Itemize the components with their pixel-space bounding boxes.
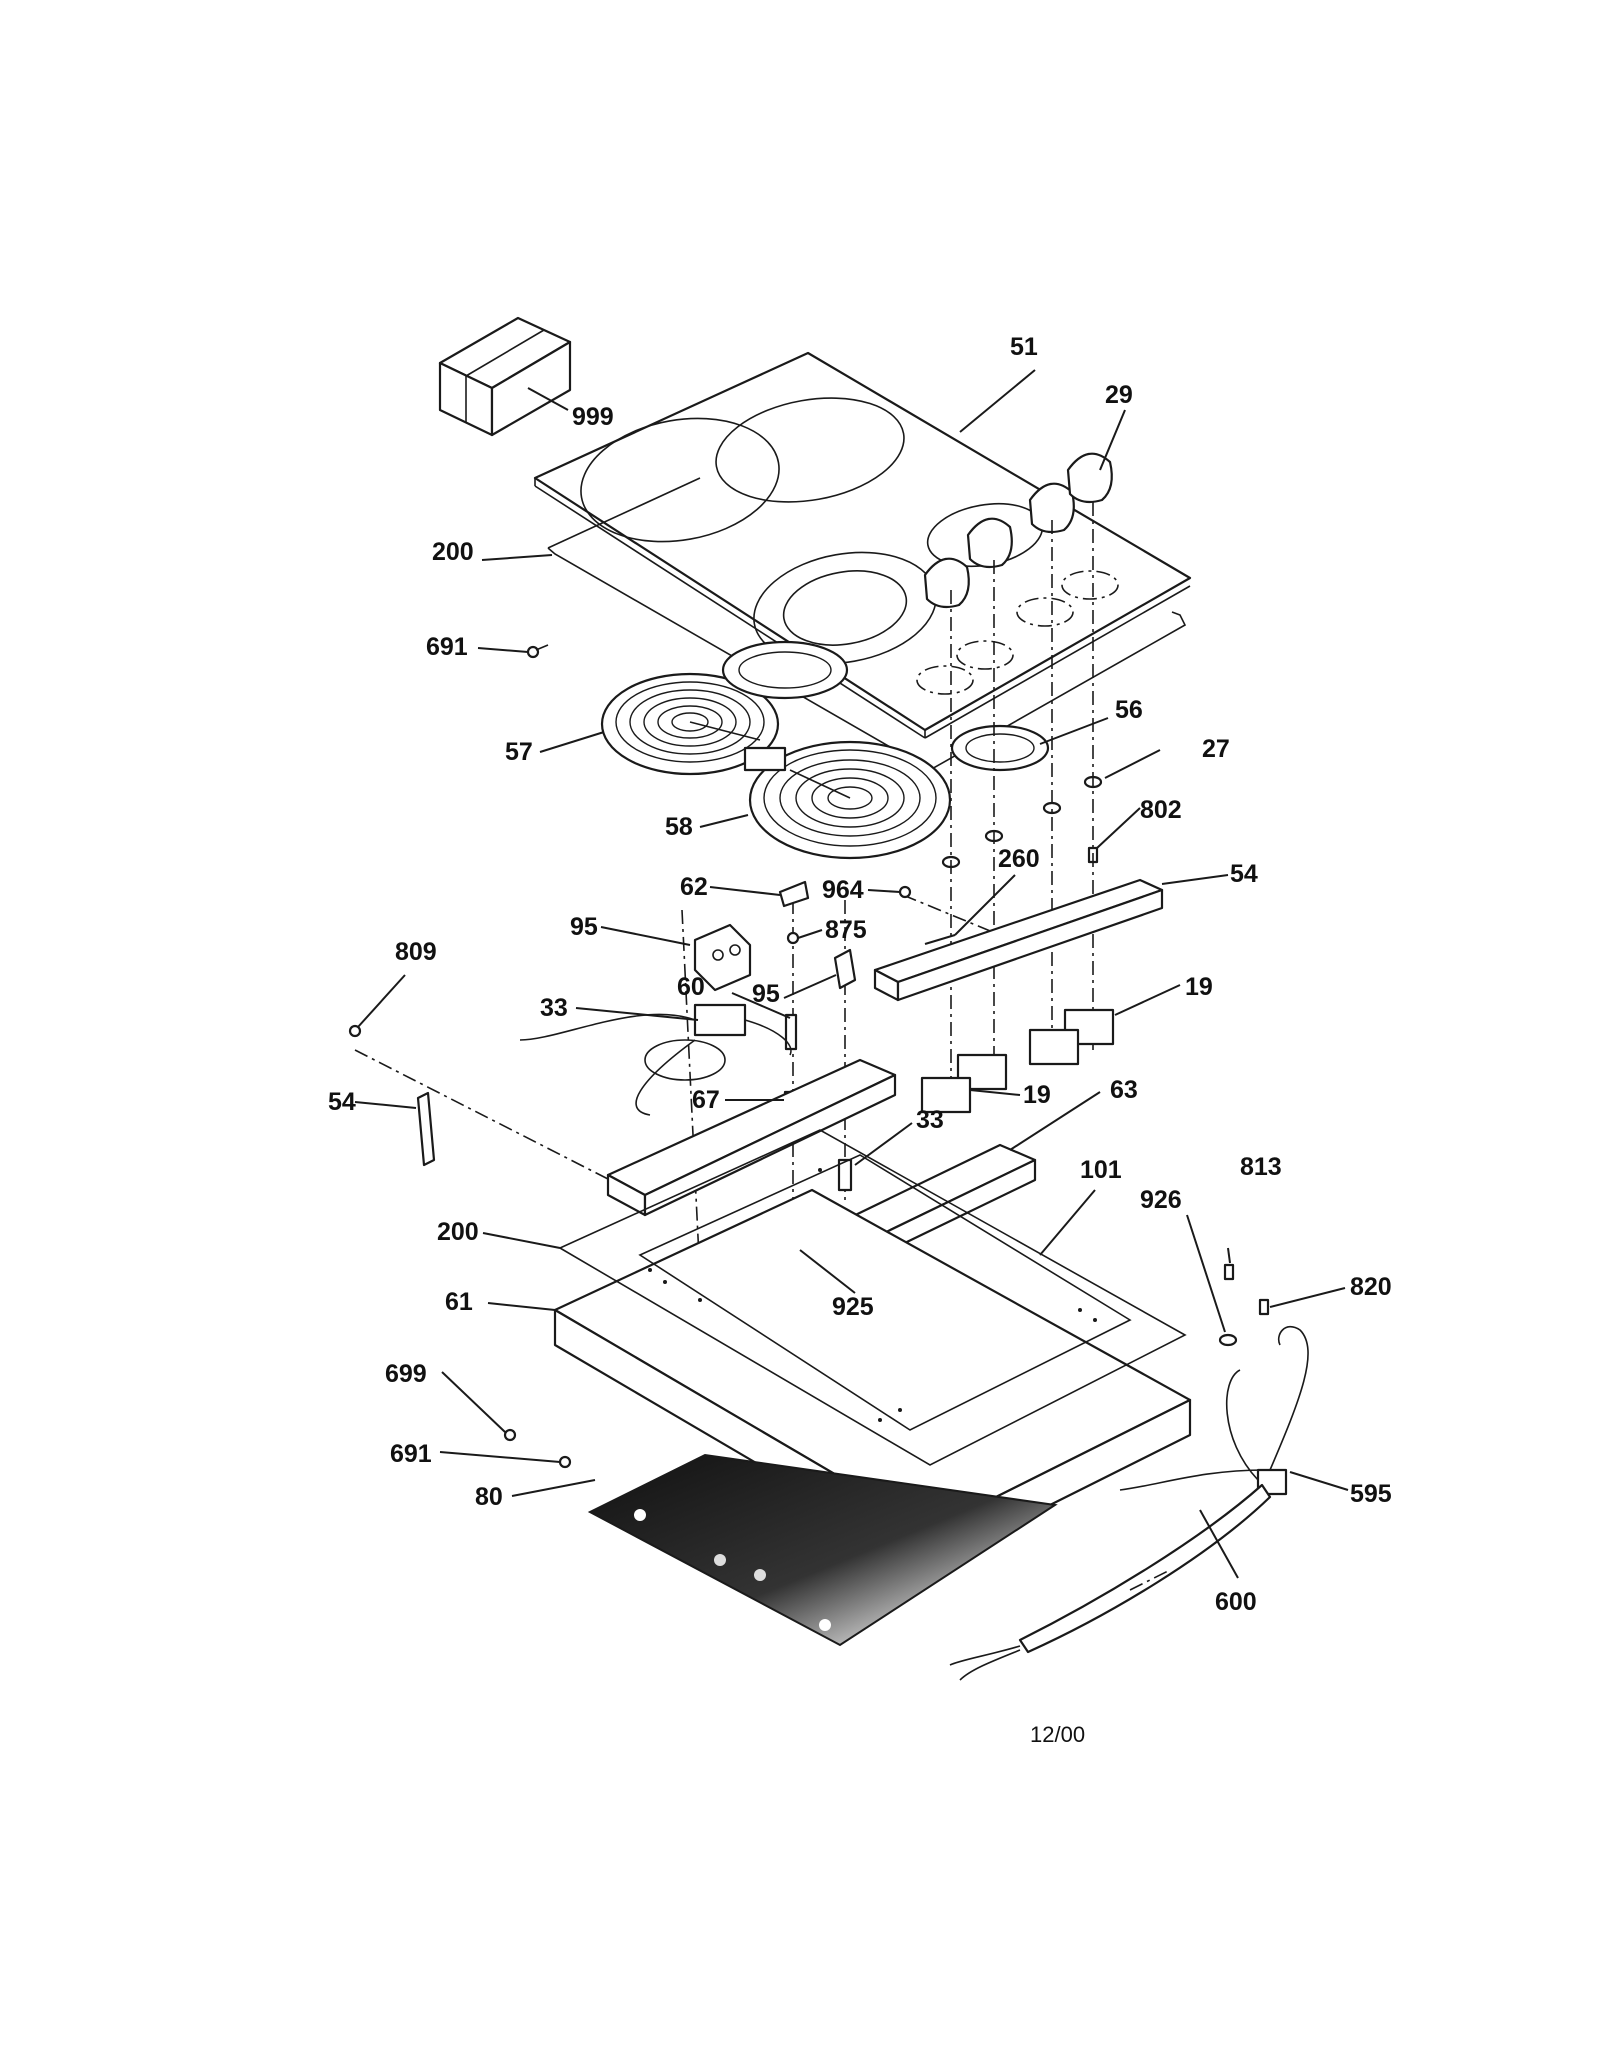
- callout-54-left: 54: [328, 1088, 356, 1116]
- callout-802: 802: [1140, 796, 1182, 824]
- part-62-bracket: [778, 880, 810, 908]
- callout-820: 820: [1350, 1273, 1392, 1301]
- callout-19-mid: 19: [1023, 1081, 1051, 1109]
- part-80-bottom-pad: [587, 1453, 1058, 1647]
- part-19-infinite-switches: [920, 1008, 1115, 1114]
- callout-58: 58: [665, 813, 693, 841]
- part-57-radiant-element-left: [600, 672, 780, 776]
- callout-200-bottom: 200: [437, 1218, 479, 1246]
- part-101-insulation: [638, 1154, 1132, 1431]
- callout-101: 101: [1080, 1156, 1122, 1184]
- callout-62: 62: [680, 873, 708, 901]
- callout-691-top: 691: [426, 633, 468, 661]
- part-820-screw: [1258, 1298, 1270, 1316]
- callout-600: 600: [1215, 1588, 1257, 1616]
- part-33-limiter-switch: [519, 1003, 792, 1116]
- part-999-literature-box: [438, 316, 572, 437]
- part-691-screw-top: [526, 644, 549, 659]
- callout-56: 56: [1115, 696, 1143, 724]
- part-964-screw: [898, 885, 912, 899]
- part-813-screw: [1223, 1263, 1235, 1281]
- callout-33-left: 33: [540, 994, 568, 1022]
- callout-67: 67: [692, 1086, 720, 1114]
- callout-57: 57: [505, 738, 533, 766]
- callout-875: 875: [825, 916, 867, 944]
- callout-80: 80: [475, 1483, 503, 1511]
- part-95-bracket-left: [693, 923, 752, 992]
- callout-61: 61: [445, 1288, 473, 1316]
- part-29-control-knobs: [923, 452, 1113, 609]
- part-691-screw-bottom: [558, 1455, 572, 1469]
- part-260-wire: [924, 933, 956, 946]
- callout-964: 964: [822, 876, 864, 904]
- part-60-spring: [784, 1013, 798, 1051]
- callout-926: 926: [1140, 1186, 1182, 1214]
- callout-925: 925: [832, 1293, 874, 1321]
- callout-51: 51: [1010, 333, 1038, 361]
- callout-691-bottom: 691: [390, 1440, 432, 1468]
- part-56-radiant-element-rear: [721, 640, 1050, 772]
- part-27-spacers: [941, 775, 1103, 869]
- date-code: 12/00: [1030, 1722, 1085, 1747]
- part-channel-left: [606, 1058, 897, 1217]
- callout-54-right: 54: [1230, 860, 1258, 888]
- callout-27: 27: [1202, 735, 1230, 763]
- callout-999: 999: [572, 403, 614, 431]
- callout-95-mid: 95: [752, 980, 780, 1008]
- part-875-screw: [786, 931, 800, 945]
- callout-33-mid: 33: [916, 1106, 944, 1134]
- callout-809: 809: [395, 938, 437, 966]
- part-33-limiter-rod: [837, 1158, 853, 1192]
- part-54-control-bracket: [873, 878, 1164, 1002]
- callout-813: 813: [1240, 1153, 1282, 1181]
- part-54-side-bracket: [416, 1091, 436, 1167]
- callout-19-right: 19: [1185, 973, 1213, 1001]
- callout-595: 595: [1350, 1480, 1392, 1508]
- leader-lines: [354, 369, 1349, 1579]
- part-51-glass-cooktop: [533, 351, 1192, 739]
- callout-63: 63: [1110, 1076, 1138, 1104]
- callout-60: 60: [677, 973, 705, 1001]
- part-600-conduit: [949, 1483, 1272, 1681]
- part-95-bracket-mid: [833, 948, 857, 990]
- part-58-radiant-element-front: [743, 740, 952, 860]
- part-595-terminal-block: [1119, 1325, 1309, 1496]
- callout-200-top: 200: [432, 538, 474, 566]
- part-699-screw: [503, 1428, 517, 1442]
- part-200-top-gasket: [547, 477, 1187, 771]
- callout-95-left: 95: [570, 913, 598, 941]
- callout-labels: 51 29 999 200 691 56 57 27 802 58 260 54…: [328, 333, 1392, 1616]
- callout-260: 260: [998, 845, 1040, 873]
- callout-29: 29: [1105, 381, 1133, 409]
- callout-699: 699: [385, 1360, 427, 1388]
- assembly-lines: [354, 502, 1094, 1381]
- part-926-washer: [1218, 1333, 1238, 1347]
- part-200-bottom-gasket: [559, 1129, 1187, 1466]
- part-809-screw: [348, 1024, 362, 1038]
